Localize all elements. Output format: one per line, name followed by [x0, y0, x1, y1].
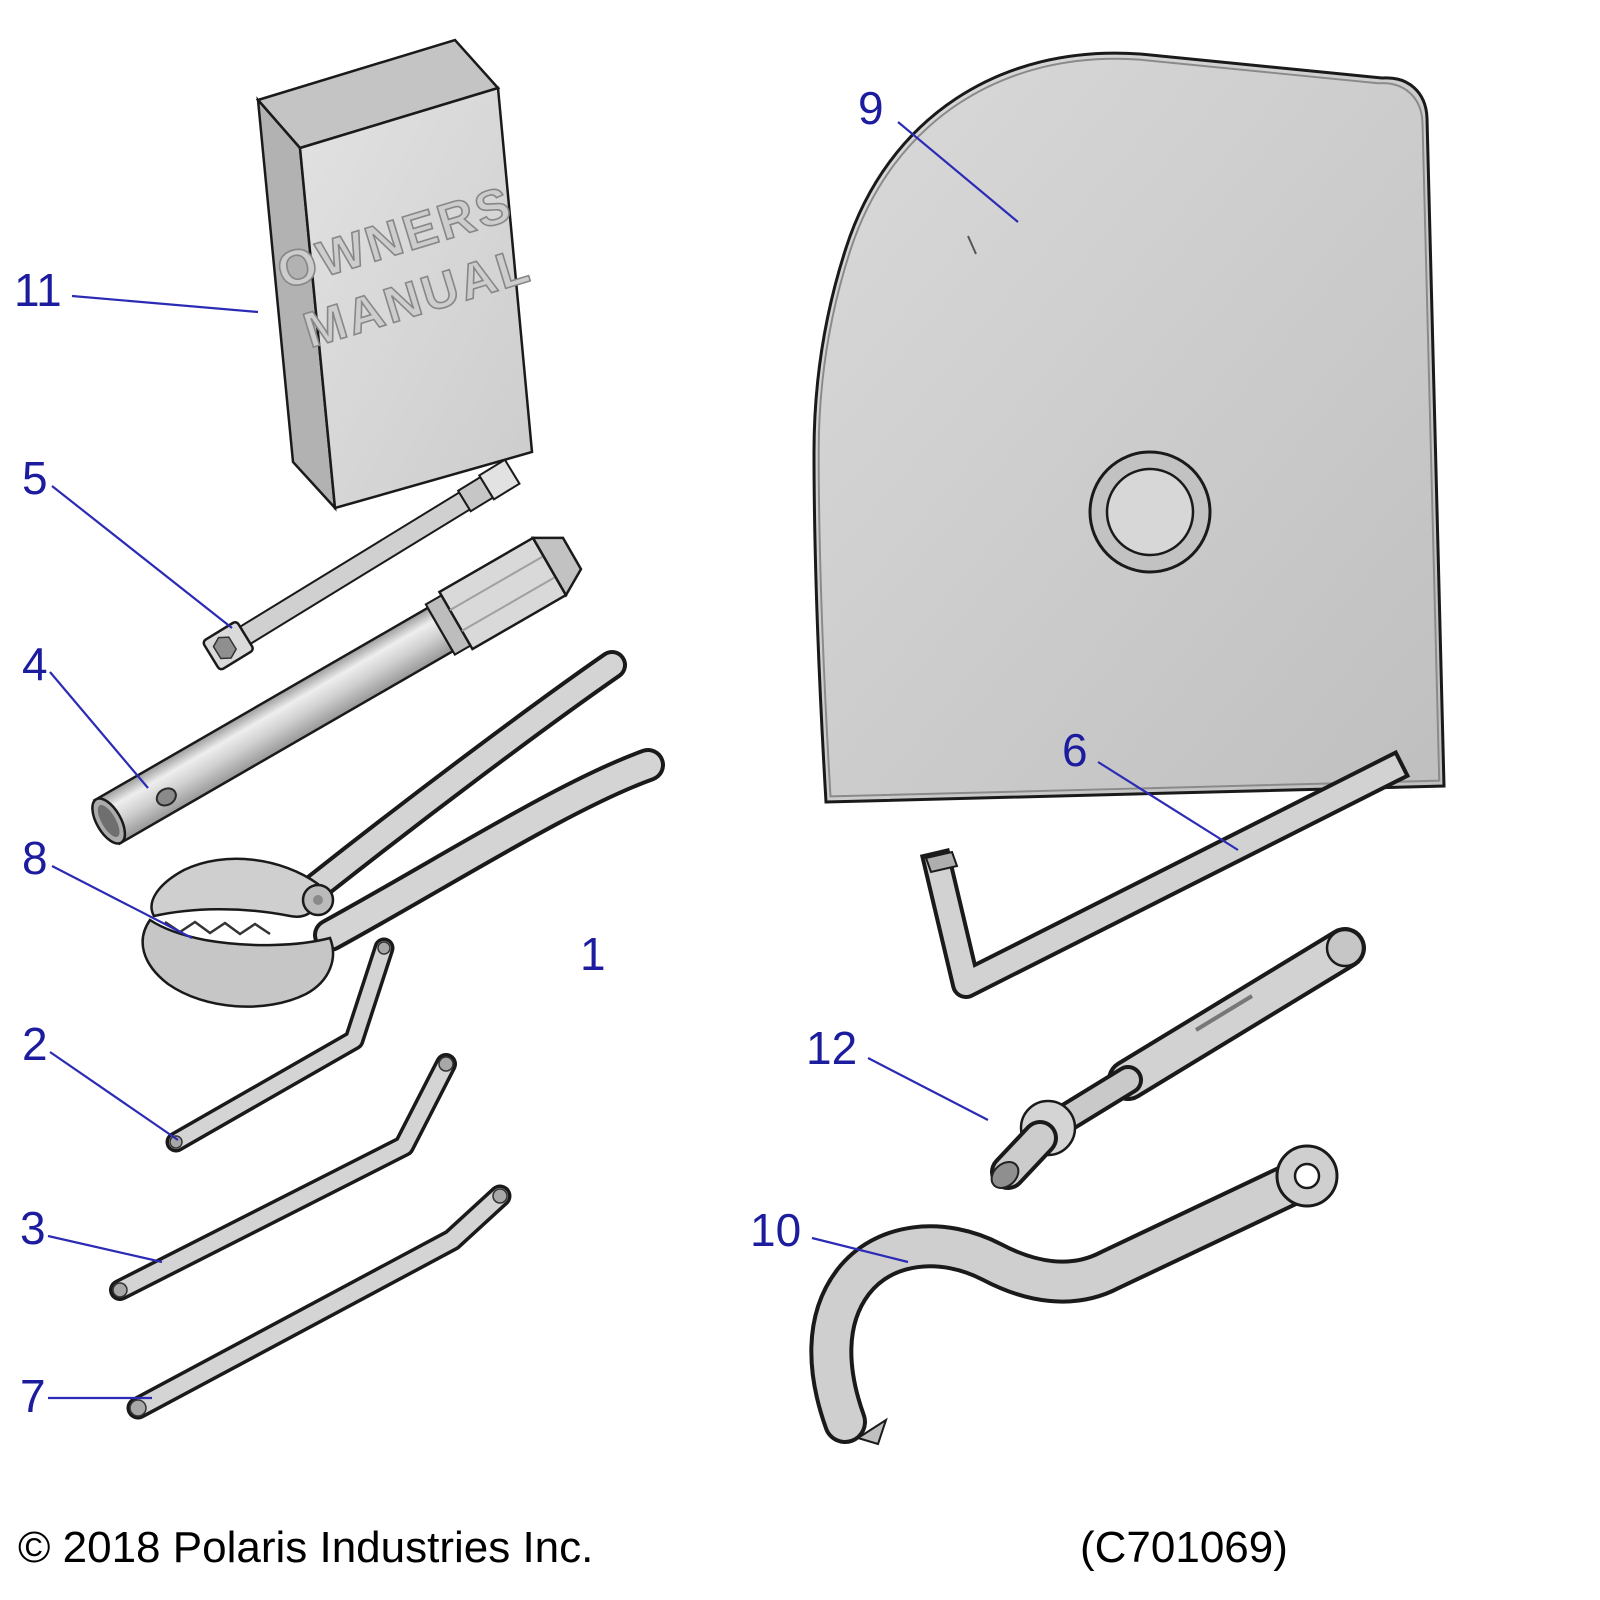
pliers-lower-jaw: [141, 918, 335, 1008]
hex-facet-line: [449, 555, 544, 611]
torx2-body: [169, 941, 391, 1149]
manual-front-face: [298, 86, 534, 510]
driver-shaft: [1055, 1069, 1139, 1129]
driver-end-cap: [1325, 928, 1365, 968]
pliers-upper-jaw: [150, 857, 320, 918]
panel-seam-mark: [967, 235, 977, 255]
part-cover-panel: [812, 51, 1446, 804]
panel-face: [812, 51, 1446, 804]
part-torx-wrench-7: [126, 1184, 512, 1420]
part-torx-wrench-3: [109, 1053, 457, 1301]
extension-hex-opening: [212, 636, 238, 660]
spanner-hook-tooth: [855, 1417, 888, 1446]
leader-line-4: [49, 671, 149, 789]
callout-11-label: 11: [14, 264, 62, 316]
part-owners-manual: OWNERS MANUAL: [255, 38, 539, 512]
callout-7-label: 7: [20, 1370, 46, 1422]
torx3-tip: [112, 1282, 128, 1298]
callout-3-label: 3: [20, 1202, 46, 1254]
callout-6-label: 6: [1062, 724, 1088, 776]
callout-2-label: 2: [22, 1018, 48, 1070]
leader-line-2: [49, 1051, 179, 1141]
driver-clip-detail: [1194, 994, 1254, 1032]
callout-9-label: 9: [858, 82, 884, 134]
leader-line-3: [47, 1234, 163, 1264]
part-spanner-wrench: [809, 1144, 1339, 1446]
callout-4-label: 4: [22, 638, 48, 690]
leader-line-12: [867, 1057, 989, 1121]
callout-10-label: 10: [750, 1204, 801, 1256]
callout-12-label: 12: [806, 1022, 857, 1074]
part-spark-plug-tube-wrench: [91, 536, 583, 846]
footer-part-code: (C701069): [1080, 1523, 1288, 1572]
part-socket-extension: [202, 458, 521, 671]
leader-line-6: [1097, 761, 1239, 851]
pliers-pivot-pin: [313, 895, 323, 905]
leader-line-8: [51, 865, 193, 939]
driver-socket-opening: [990, 1161, 1020, 1189]
pliers-jaw-teeth: [164, 920, 271, 936]
callout-5-label: 5: [22, 452, 48, 504]
leader-line-5: [51, 485, 233, 629]
part-spark-plug-driver: [990, 927, 1366, 1190]
tube-side-hole: [155, 787, 177, 807]
torx2-tip: [377, 941, 391, 955]
extension-square-drive: [477, 458, 521, 501]
tube-hex-end-cap: [530, 536, 583, 598]
torx3-body: [112, 1056, 454, 1298]
tube-bore: [97, 805, 120, 837]
hex-wrench-body: [924, 755, 1405, 995]
leader-line-11: [71, 294, 259, 314]
spanner-body: [813, 1162, 1318, 1440]
part-torx-wrench-2: [165, 937, 395, 1153]
hex-facet-line: [461, 576, 556, 632]
callout-1-label: 1: [580, 928, 606, 980]
hex-wrench-end-face: [924, 850, 959, 874]
torx7-tip: [129, 1399, 147, 1417]
pliers-lower-handle: [317, 752, 661, 948]
spanner-head-hole: [1293, 1162, 1321, 1190]
panel-edge-line: [817, 57, 1441, 798]
part-hex-wrench: [919, 749, 1411, 999]
footer-copyright: © 2018 Polaris Industries Inc.: [18, 1523, 593, 1572]
leader-line-9: [897, 121, 1019, 223]
torx3-outline: [109, 1053, 457, 1301]
torx7-body: [130, 1188, 508, 1416]
torx2-tip: [169, 1135, 183, 1149]
torx7-tip: [492, 1188, 508, 1204]
leader-line-10: [811, 1236, 909, 1264]
panel-ring-hole: [1105, 467, 1195, 557]
pliers-upper-handle: [304, 654, 623, 899]
callout-8-label: 8: [22, 832, 48, 884]
torx3-tip: [438, 1056, 454, 1072]
driver-handle: [1111, 931, 1362, 1097]
part-pliers: [141, 650, 665, 1008]
